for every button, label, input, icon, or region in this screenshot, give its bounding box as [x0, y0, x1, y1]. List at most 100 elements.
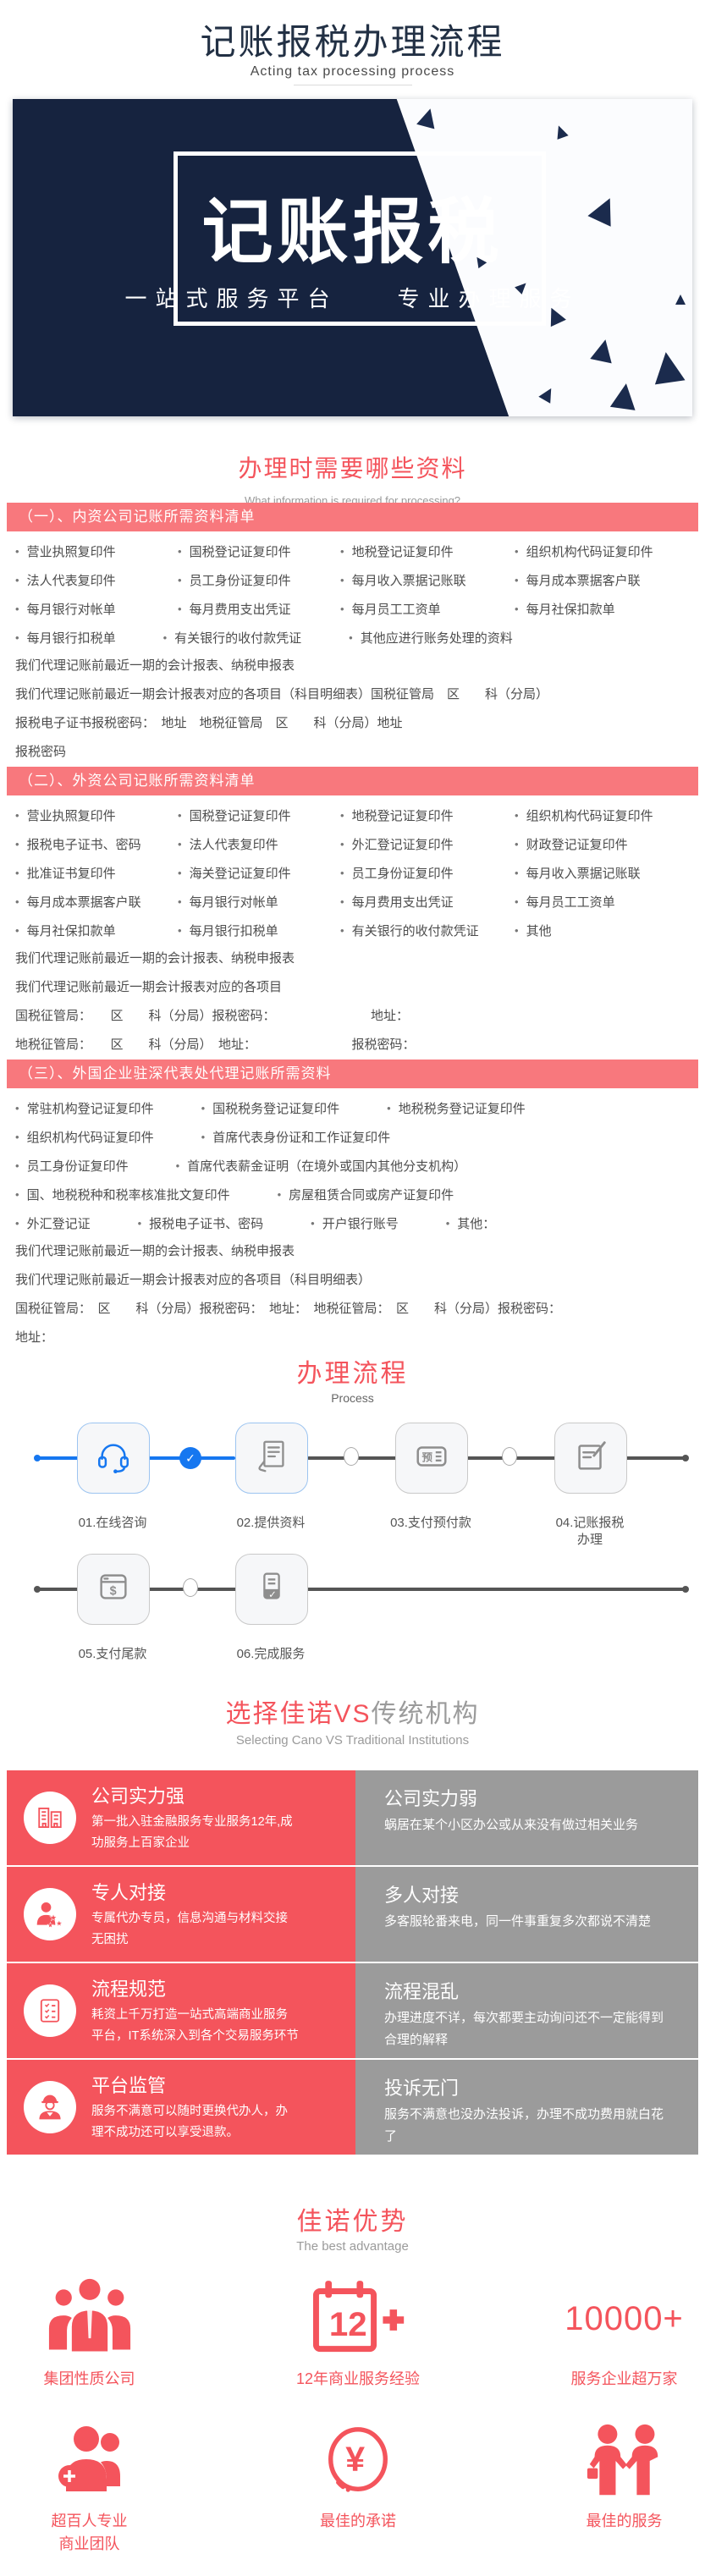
section-header-bar: （二）、外资公司记账所需资料清单 [7, 767, 698, 795]
versus-right-desc: 服务不满意也没办法投诉，办理不成功费用就白花了 [384, 2107, 664, 2144]
yen-circle-icon: ¥ [320, 2420, 396, 2502]
requirements-section: （二）、外资公司记账所需资料清单•营业执照复印件•国税登记证复印件•地税登记证复… [7, 767, 698, 1060]
list-item: •开户银行账号 [311, 1214, 399, 1232]
bullet-row: •外汇登记证•报税电子证书、密码•开户银行账号•其他： [7, 1208, 698, 1237]
bullet-icon: • [340, 837, 344, 850]
process-endpoint-dot [682, 1455, 689, 1461]
versus-left-text: 专人对接专属代办专员，信息沟通与材料交接无困扰 [91, 1878, 300, 1950]
bullet-icon: • [515, 602, 519, 615]
process-endpoint-dot [34, 1455, 41, 1461]
triangle-icon [538, 383, 559, 404]
list-item: •员工身份证复印件 [15, 1157, 129, 1175]
bullet-icon: • [515, 837, 519, 850]
list-item: •财政登记证复印件 [515, 835, 698, 853]
bullet-icon: • [515, 808, 519, 822]
person-stars-icon: ★★★ [24, 1888, 76, 1940]
list-item: •其他 [515, 922, 698, 939]
list-item-text: 国、地税税种和税率核准批文复印件 [26, 1187, 230, 1203]
banner-taglines: 一站式服务平台 专业办理服务 [13, 282, 692, 313]
list-item-text: 每月银行扣税单 [26, 630, 116, 646]
bullet-row: •组织机构代码证复印件•首席代表身份证和工作证复印件 [7, 1122, 698, 1151]
list-item-text: 首席代表薪金证明（在境外或国内其他分支机构） [187, 1159, 467, 1174]
list-item-text: 员工身份证复印件 [351, 866, 454, 881]
bullet-icon: • [201, 1101, 206, 1115]
receipt-check-icon: ✓ [252, 1568, 291, 1611]
versus-subtitle: Selecting Cano VS Traditional Institutio… [235, 1733, 470, 1748]
list-item-text: 海关登记证复印件 [189, 866, 291, 881]
list-item: •每月费用支出凭证 [178, 600, 340, 618]
bullet-row: •营业执照复印件•国税登记证复印件•地税登记证复印件•组织机构代码证复印件 [7, 537, 698, 565]
bullet-icon: • [15, 837, 19, 850]
bullet-icon: • [15, 808, 19, 822]
bullet-icon: • [15, 1159, 19, 1172]
note-line: 国税征管局： 区 科（分局）报税密码： 地址： 地税征管局： 区 科（分局）报税… [15, 1302, 562, 1316]
process-title: 办理流程 [296, 1360, 409, 1388]
bullet-icon: • [15, 630, 19, 644]
list-item: •法人代表复印件 [178, 835, 340, 853]
list-item: •地税登记证复印件 [340, 542, 515, 560]
list-item-text: 营业执照复印件 [26, 544, 116, 559]
list-item-text: 每月费用支出凭证 [351, 894, 454, 910]
triangle-icon [609, 379, 640, 410]
list-item-text: 地税登记证复印件 [351, 544, 454, 559]
advantage-label: 最佳的承诺 [320, 2513, 396, 2529]
bullet-icon: • [175, 1159, 180, 1172]
note-line: 我们代理记账前最近一期会计报表对应的各项目 [15, 980, 283, 994]
list-item: •每月社保扣款单 [515, 600, 698, 618]
versus-left-text: 公司实力强第一批入驻金融服务专业服务12年,成功服务上百家企业 [91, 1781, 300, 1853]
bullet-row: •每月成本票据客户联•每月银行对帐单•每月费用支出凭证•每月员工工资单 [7, 887, 698, 916]
list-item-text: 组织机构代码证复印件 [526, 544, 653, 559]
list-item: •房屋租赁合同或房产证复印件 [278, 1186, 454, 1203]
list-item: •员工身份证复印件 [178, 571, 340, 589]
versus-right-desc: 多客服轮番来电，同一件事重复多次都说不清楚 [384, 1914, 652, 1929]
bullet-icon: • [162, 630, 168, 644]
banner-tagline-right: 专业办理服务 [397, 286, 581, 311]
versus-left-desc: 服务不满意可以随时更换代办人，办理不成功还可以享受退款。 [91, 2105, 288, 2139]
bullet-row: •常驻机构登记证复印件•国税税务登记证复印件•地税税务登记证复印件 [7, 1093, 698, 1122]
list-item-text: 国税登记证复印件 [189, 808, 291, 823]
list-item: •国、地税税种和税率核准批文复印件 [15, 1186, 230, 1203]
versus-right-cell: 多人对接多客服轮番来电，同一件事重复多次都说不清楚 [355, 1867, 698, 1962]
list-item: •每月社保扣款单 [15, 922, 178, 939]
versus-left-cell: ★★★ 专人对接专属代办专员，信息沟通与材料交接无困扰 [7, 1867, 355, 1962]
versus-title-rest: 传统机构 [371, 1700, 480, 1728]
bullet-icon: • [515, 923, 519, 937]
calendar-12-icon: 12 [308, 2278, 408, 2359]
process-step-label: 01.在线咨询 [78, 1516, 147, 1530]
list-item: •每月收入票据记账联 [340, 571, 515, 589]
list-item: •外汇登记证 [15, 1214, 91, 1232]
list-item-text: 首席代表身份证和工作证复印件 [212, 1130, 391, 1145]
bullet-icon: • [15, 573, 19, 586]
list-item: •组织机构代码证复印件 [515, 542, 698, 560]
list-item: •地税登记证复印件 [340, 806, 515, 824]
list-item-text: 有关银行的收付款凭证 [174, 630, 302, 646]
list-item-text: 每月收入票据记账联 [526, 866, 641, 881]
list-item-text: 每月费用支出凭证 [189, 602, 291, 617]
bullet-icon: • [15, 1216, 19, 1230]
note-line: 我们代理记账前最近一期的会计报表、纳税申报表 [15, 1244, 295, 1258]
list-item: •国税税务登记证复印件 [201, 1099, 340, 1117]
bullet-icon: • [15, 602, 19, 615]
versus-left-text: 平台监管服务不满意可以随时更换代办人，办理不成功还可以享受退款。 [91, 2071, 300, 2143]
note-line: 我们代理记账前最近一期会计报表对应的各项目（科目明细表） [15, 1273, 372, 1287]
list-item-text: 开户银行账号 [322, 1216, 399, 1231]
note-line: 报税密码 [15, 745, 67, 759]
building-icon [24, 1792, 76, 1844]
bullet-icon: • [340, 866, 344, 879]
cash-icon: $ [94, 1568, 133, 1611]
bullet-icon: • [340, 602, 344, 615]
list-item-text: 常驻机构登记证复印件 [26, 1101, 154, 1116]
note-line: 国税征管局： 区 科（分局）报税密码： 地址： [15, 1009, 410, 1023]
versus-left-desc: 耗资上千万打造一站式高端商业服务平台，IT系统深入到各个交易服务环节 [91, 2008, 299, 2043]
advantages-subtitle: The best advantage [296, 2239, 409, 2254]
bullet-icon: • [178, 866, 182, 879]
check-icon: ✓ [179, 1447, 201, 1469]
process-step-card [554, 1423, 627, 1494]
process-node-icon [502, 1447, 517, 1466]
versus-left-desc: 专属代办专员，信息沟通与材料交接无困扰 [91, 1912, 288, 1946]
bullet-icon: • [15, 1130, 19, 1143]
list-item-text: 组织机构代码证复印件 [26, 1130, 154, 1145]
list-item-text: 有关银行的收付款凭证 [351, 923, 479, 938]
handshake-icon [580, 2420, 669, 2502]
